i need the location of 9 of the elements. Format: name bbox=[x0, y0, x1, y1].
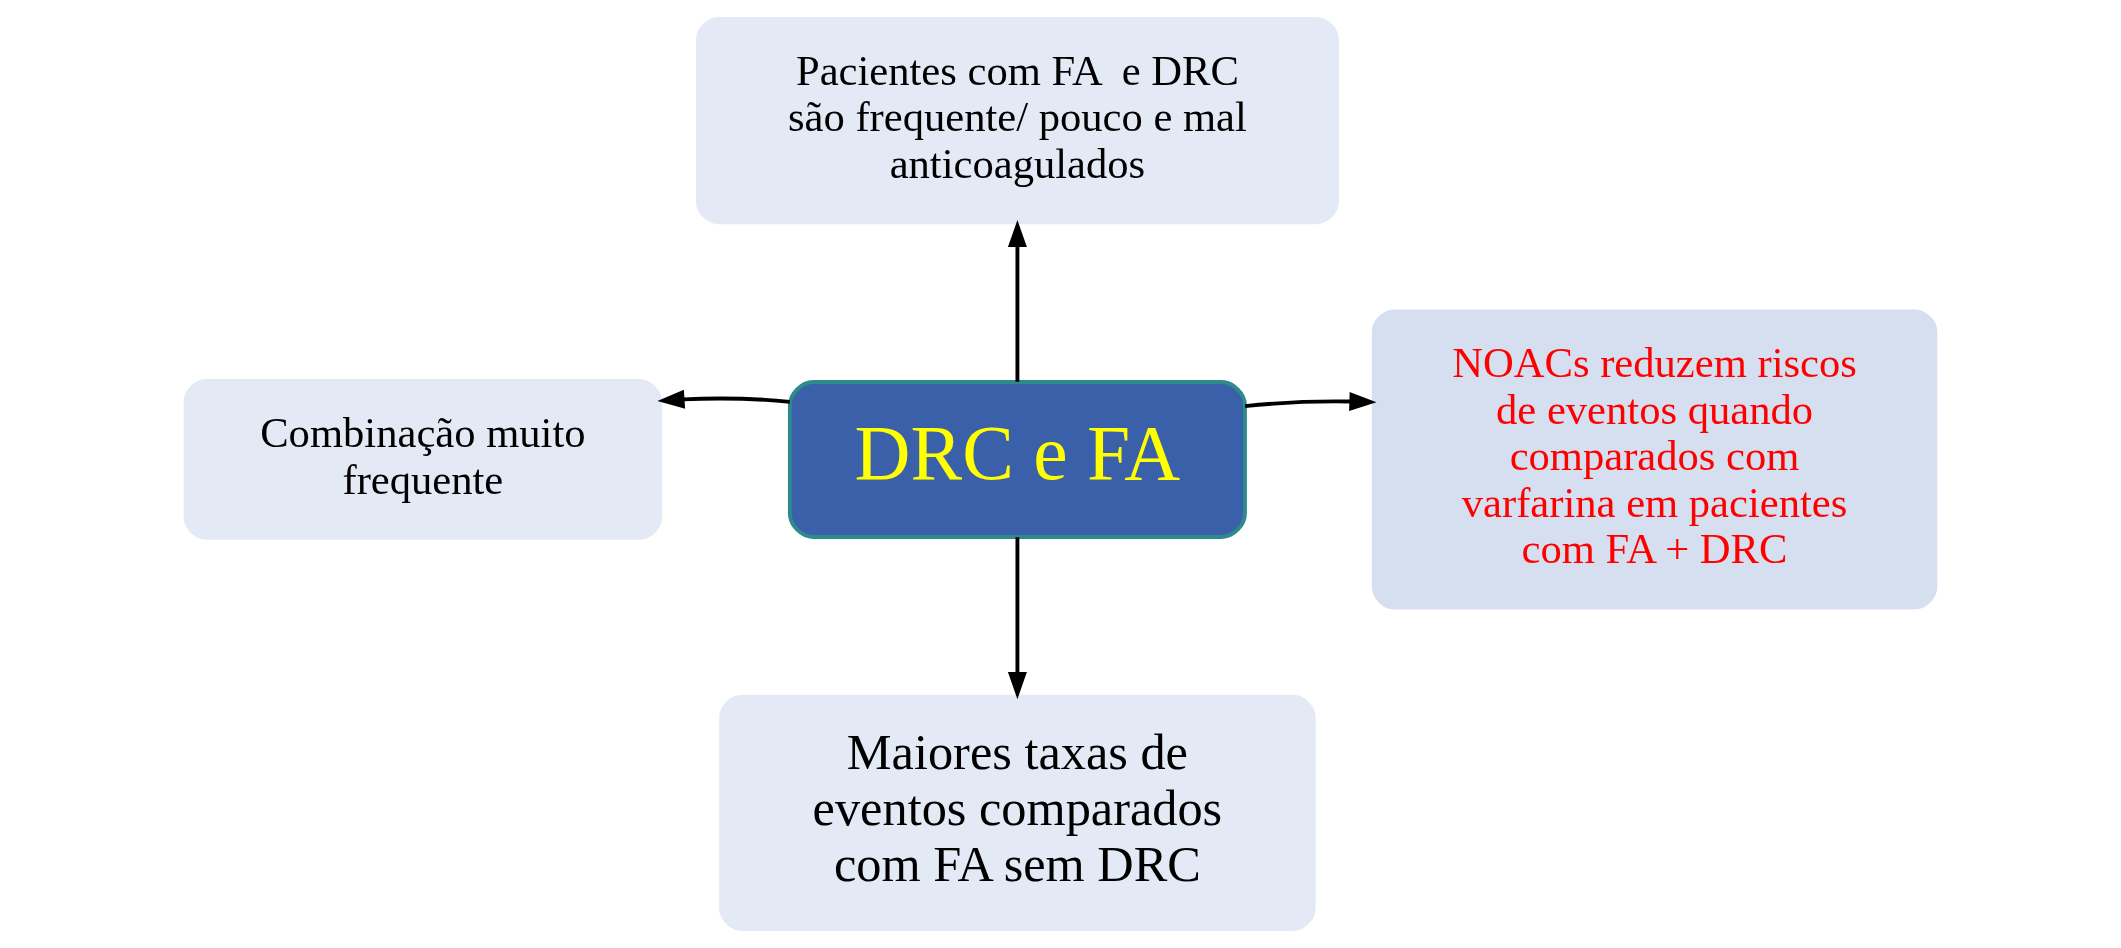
node-box: Pacientes com FA e DRC são frequente/ pouco e mal anticoagulados bbox=[694, 15, 1341, 227]
node-box: Maiores taxas de eventos comparados com FA sem DRC bbox=[717, 692, 1318, 933]
node-box: Combinação muito frequente bbox=[181, 377, 664, 542]
arrow bbox=[1007, 219, 1027, 382]
arrow bbox=[1007, 537, 1027, 700]
arrow bbox=[657, 389, 790, 409]
node-box: DRC e FA bbox=[787, 380, 1247, 539]
arrow bbox=[1244, 391, 1377, 411]
node-box: NOACs reduzem riscos de eventos quando comparados com varfarina em pacientes com FA + DRC bbox=[1369, 307, 1940, 612]
